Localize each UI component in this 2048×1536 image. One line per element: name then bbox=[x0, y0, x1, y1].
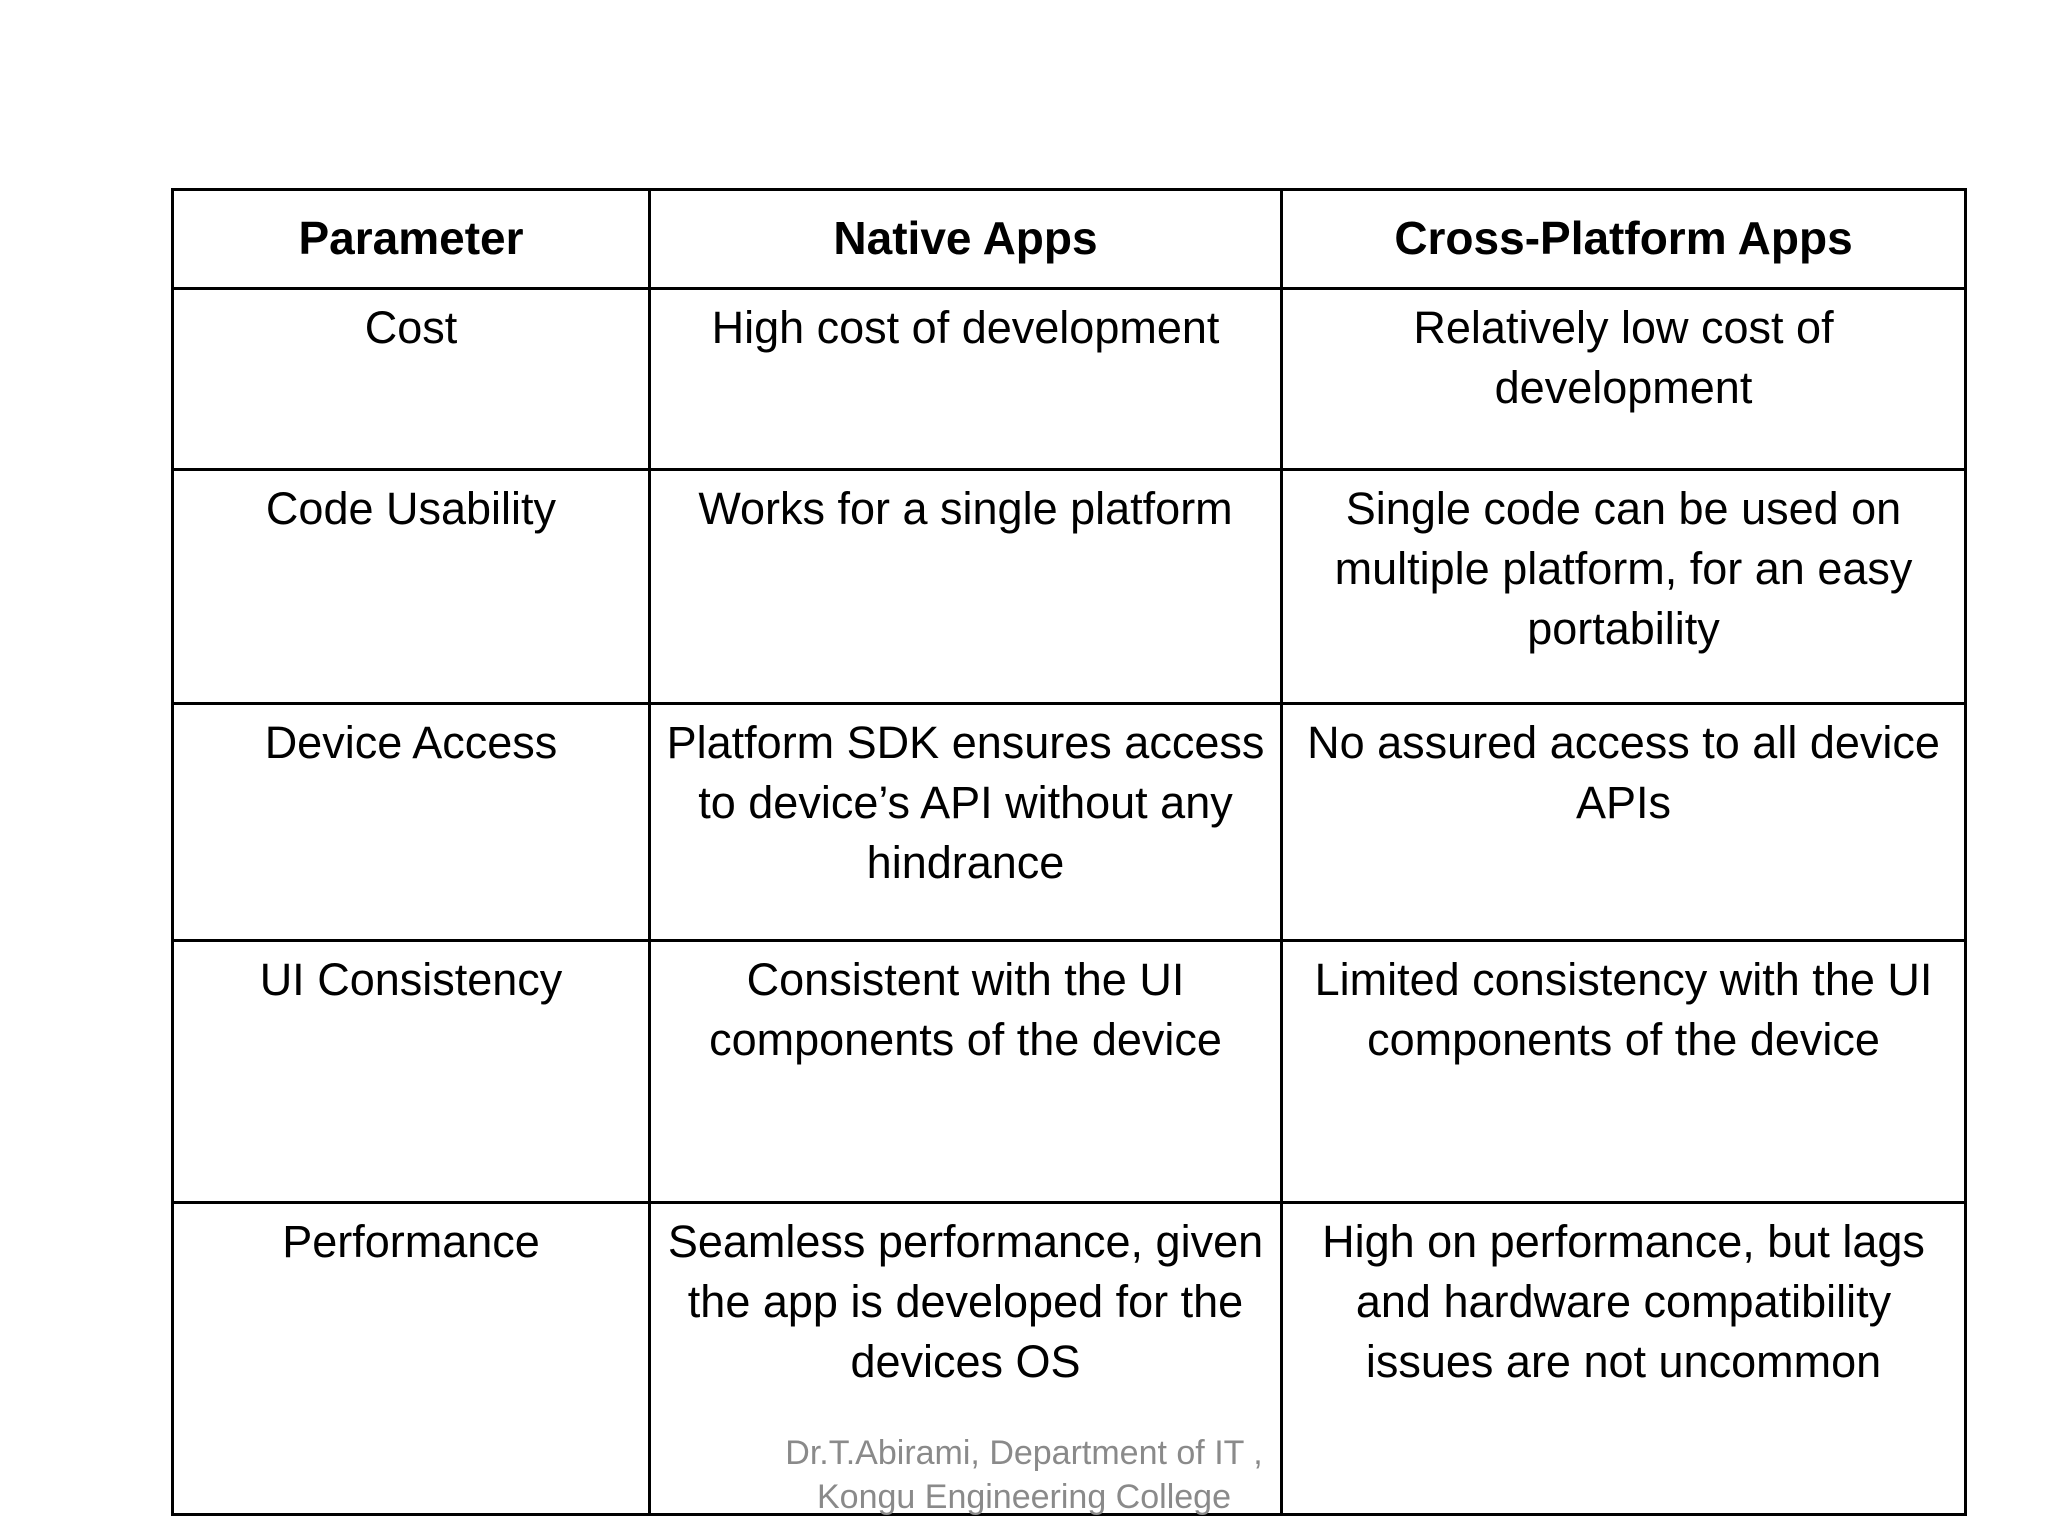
cell-parameter: UI Consistency bbox=[171, 939, 651, 1204]
column-header-cross-platform-apps: Cross-Platform Apps bbox=[1280, 188, 1967, 290]
cell-native: Works for a single platform bbox=[648, 468, 1283, 705]
native-vs-cross-platform-comparison-table: Parameter Native Apps Cross-Platform App… bbox=[171, 188, 1967, 1516]
cell-parameter: Device Access bbox=[171, 702, 651, 942]
cell-cross: No assured access to all device APIs bbox=[1280, 702, 1967, 942]
column-header-parameter: Parameter bbox=[171, 188, 651, 290]
cell-cross: Relatively low cost of development bbox=[1280, 287, 1967, 471]
cell-native: Seamless performance, given the app is d… bbox=[648, 1201, 1283, 1516]
cell-native: Platform SDK ensures access to device’s … bbox=[648, 702, 1283, 942]
table-row: UI Consistency Consistent with the UI co… bbox=[171, 939, 1967, 1204]
column-header-native-apps: Native Apps bbox=[648, 188, 1283, 290]
table-header: Parameter Native Apps Cross-Platform App… bbox=[171, 188, 1967, 290]
cell-parameter: Performance bbox=[171, 1201, 651, 1516]
cell-native: High cost of development bbox=[648, 287, 1283, 471]
table-body: Cost High cost of development Relatively… bbox=[171, 287, 1967, 1516]
cell-parameter: Cost bbox=[171, 287, 651, 471]
slide-footer: Dr.T.Abirami, Department of IT , Kongu E… bbox=[0, 1432, 2048, 1519]
table-row: Performance Seamless performance, given … bbox=[171, 1201, 1967, 1516]
table-row: Code Usability Works for a single platfo… bbox=[171, 468, 1967, 705]
cell-native: Consistent with the UI components of the… bbox=[648, 939, 1283, 1204]
footer-line-author: Dr.T.Abirami, Department of IT , bbox=[785, 1434, 1263, 1472]
cell-parameter: Code Usability bbox=[171, 468, 651, 705]
table-row: Cost High cost of development Relatively… bbox=[171, 287, 1967, 471]
cell-cross: High on performance, but lags and hardwa… bbox=[1280, 1201, 1967, 1516]
table-header-row: Parameter Native Apps Cross-Platform App… bbox=[171, 188, 1967, 290]
cell-cross: Limited consistency with the UI componen… bbox=[1280, 939, 1967, 1204]
cell-cross: Single code can be used on multiple plat… bbox=[1280, 468, 1967, 705]
table-row: Device Access Platform SDK ensures acces… bbox=[171, 702, 1967, 942]
footer-line-institution: Kongu Engineering College bbox=[817, 1477, 1231, 1516]
